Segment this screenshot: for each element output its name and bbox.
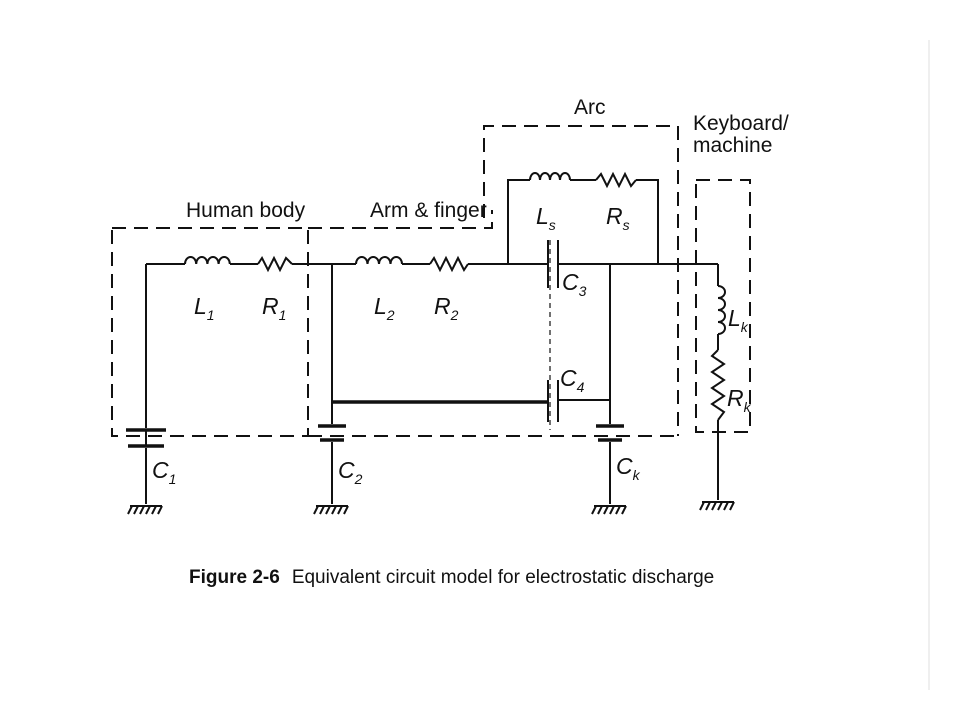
inductor-Lk xyxy=(717,285,726,335)
ground-keyboard xyxy=(699,501,735,511)
label-Rs: Rs xyxy=(606,203,630,233)
ground-C1 xyxy=(127,505,163,515)
label-L2: L2 xyxy=(374,293,395,323)
slide-edge-strip xyxy=(928,40,930,690)
label-C2: C2 xyxy=(338,457,363,487)
keyboard-label-line1: Keyboard/ xyxy=(693,112,789,135)
region-boundaries xyxy=(111,125,751,437)
capacitor-C3 xyxy=(547,240,559,288)
label-C4: C4 xyxy=(560,365,585,395)
inductor-L2 xyxy=(355,256,403,265)
arm-finger-region-top xyxy=(308,210,493,229)
label-Ck: Ck xyxy=(616,453,641,483)
label-Lk: Lk xyxy=(728,305,749,335)
resistor-Rk xyxy=(710,349,726,421)
keyboard-region xyxy=(695,179,751,433)
label-C1: C1 xyxy=(152,457,176,487)
label-C3: C3 xyxy=(562,269,587,299)
capacitor-C4 xyxy=(547,380,559,422)
arc-region xyxy=(483,125,679,436)
arm-finger-label: Arm & finger xyxy=(370,199,487,222)
keyboard-label-line2: machine xyxy=(693,134,772,157)
inductor-L1 xyxy=(184,256,231,265)
resistor-R1 xyxy=(257,255,293,273)
resistor-R2 xyxy=(429,255,469,273)
arc-label: Arc xyxy=(574,96,606,119)
capacitor-C1 xyxy=(126,428,166,448)
label-Rk: Rk xyxy=(727,385,752,415)
wires xyxy=(145,179,719,504)
ground-Ck xyxy=(591,505,627,515)
capacitor-Ck xyxy=(596,424,624,442)
inductor-Ls xyxy=(529,172,571,181)
label-Ls: Ls xyxy=(536,203,556,233)
capacitor-C2 xyxy=(318,424,346,442)
label-R2: R2 xyxy=(434,293,459,323)
human-body-region xyxy=(111,227,309,437)
human-body-label: Human body xyxy=(186,199,306,222)
label-R1: R1 xyxy=(262,293,286,323)
label-L1: L1 xyxy=(194,293,215,323)
ground-C2 xyxy=(313,505,349,515)
resistor-Rs xyxy=(595,171,637,189)
